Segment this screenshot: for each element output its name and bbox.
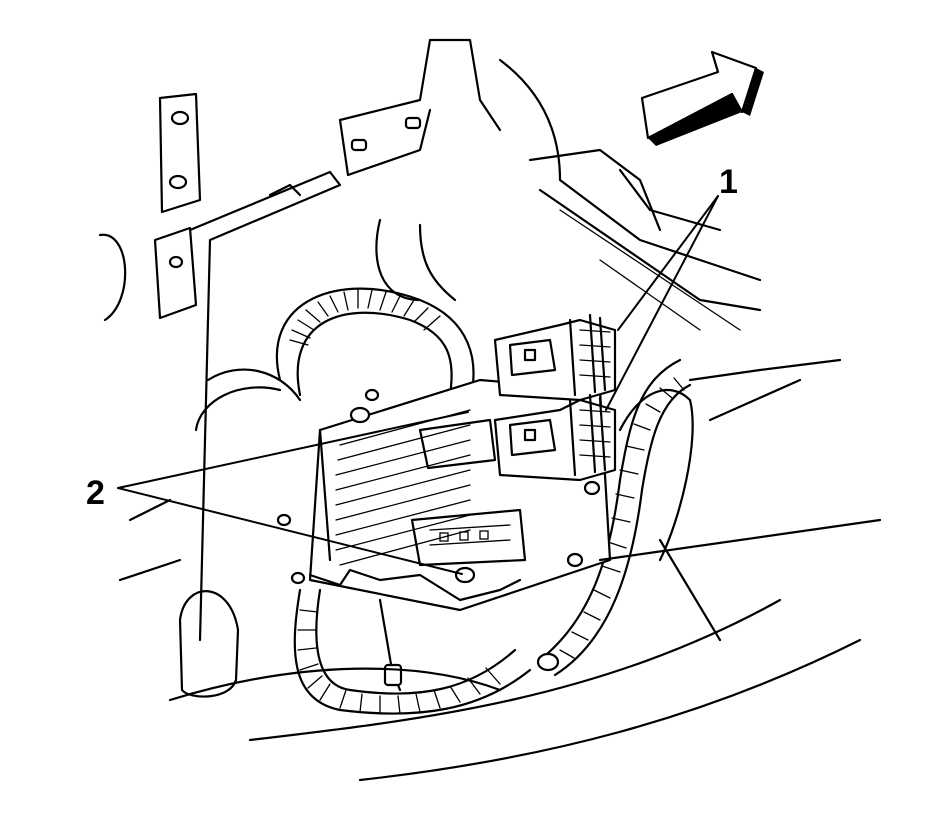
ecm-connector-lower xyxy=(493,393,617,482)
callout-2: 2 xyxy=(86,474,105,512)
ecm-bolt-upper xyxy=(349,406,371,424)
lower-body-panel xyxy=(118,358,882,782)
wiring-harness xyxy=(275,218,694,715)
callout-1: 1 xyxy=(719,163,738,201)
ecm-bolt-lower xyxy=(454,566,476,584)
ecm-connector-upper xyxy=(493,313,617,402)
left-mounting-bracket xyxy=(98,92,202,322)
leader-lines xyxy=(117,195,719,575)
forward-direction-arrow-icon xyxy=(640,50,764,146)
module-tray xyxy=(178,170,342,698)
